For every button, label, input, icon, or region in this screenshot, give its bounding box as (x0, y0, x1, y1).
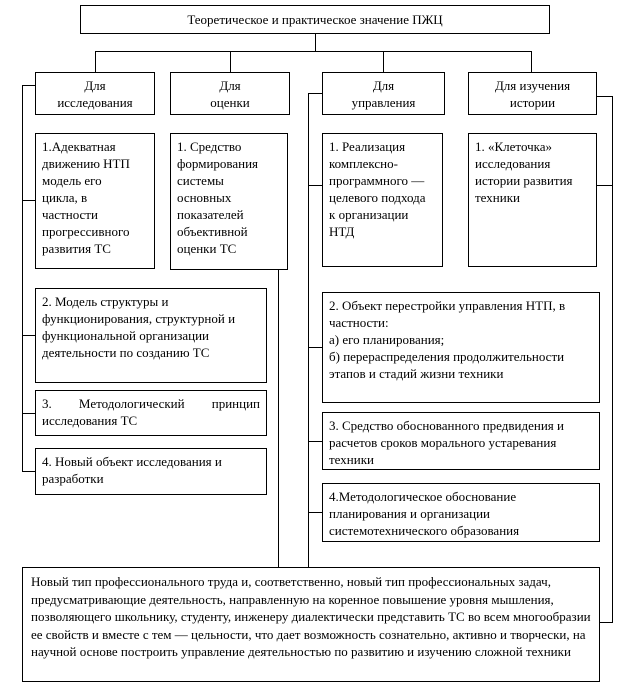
management-item-3: 3. Средство обоснованного предвидения и … (322, 412, 600, 470)
connector-drop-col4 (531, 51, 532, 72)
connector-mid-stub-4 (308, 512, 322, 513)
connector-drop-col3 (383, 51, 384, 72)
management-item-4: 4.Методологическое обоснование планирова… (322, 483, 600, 542)
title-box: Теоретическое и практическое значение ПЖ… (80, 5, 550, 34)
connector-left-stub-header (22, 85, 35, 86)
summary-box: Новый тип профессионального труда и, соо… (22, 567, 600, 682)
connector-mid-stub-2 (308, 347, 322, 348)
connector-right-stub-1 (597, 185, 612, 186)
connector-left-spine (22, 85, 23, 472)
management-item-2: 2. Объект перестройки управления НТП, в … (322, 292, 600, 403)
connector-eval-drop (278, 270, 279, 567)
connector-mid-stub-3 (308, 441, 322, 442)
connector-left-stub-4 (22, 471, 35, 472)
connector-branch (95, 51, 532, 52)
header-history: Для изучения истории (468, 72, 597, 115)
research-item-2: 2. Модель структуры и функционирования, … (35, 288, 267, 383)
evaluation-item-1: 1. Средство формирования системы основны… (170, 133, 288, 270)
connector-right-stub-header (597, 96, 612, 97)
connector-mid-stub-header (308, 93, 322, 94)
connector-drop-col1 (95, 51, 96, 72)
history-item-1: 1. «Клеточка» исследования истории разви… (468, 133, 597, 267)
research-item-4: 4. Новый объект исследования и разработк… (35, 448, 267, 495)
connector-left-stub-2 (22, 335, 35, 336)
connector-right-spine (612, 96, 613, 623)
connector-title-drop (315, 33, 316, 51)
connector-mid-stub-1 (308, 185, 322, 186)
connector-left-stub-1 (22, 200, 35, 201)
connector-drop-col2 (230, 51, 231, 72)
header-evaluation: Для оценки (170, 72, 290, 115)
header-research: Для исследования (35, 72, 155, 115)
connector-right-stub-footer (600, 622, 612, 623)
connector-mid-spine (308, 93, 309, 567)
research-item-1: 1.Адекватная движению НТП модель его цик… (35, 133, 155, 269)
header-management: Для управления (322, 72, 445, 115)
connector-left-stub-3 (22, 413, 35, 414)
research-item-3: 3. Методологический принцип исследования… (35, 390, 267, 436)
management-item-1: 1. Реализация комплексно- программного —… (322, 133, 443, 267)
